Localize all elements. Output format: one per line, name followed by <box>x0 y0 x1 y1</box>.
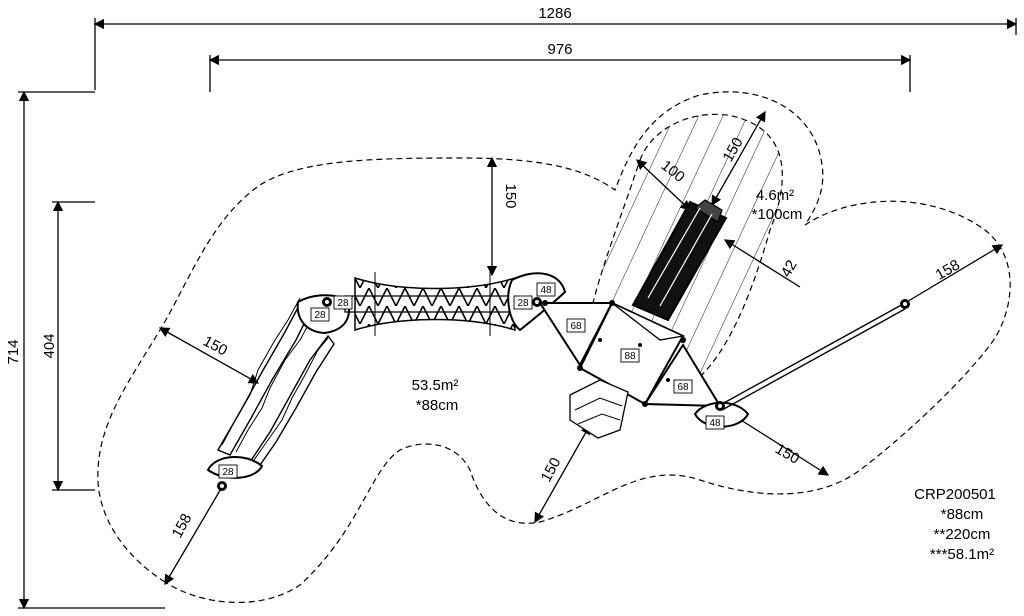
svg-text:158: 158 <box>933 256 963 283</box>
steps <box>569 379 629 439</box>
svg-text:68: 68 <box>677 382 689 393</box>
svg-text:404: 404 <box>41 333 58 358</box>
svg-text:48: 48 <box>709 418 721 429</box>
svg-text:150: 150 <box>200 333 230 360</box>
svg-text:42: 42 <box>778 257 801 280</box>
legend-line-2: **220cm <box>934 526 991 543</box>
svg-text:150: 150 <box>502 183 519 208</box>
platform-tag: 28 <box>310 307 330 322</box>
dim-overall-height: 714 <box>5 90 165 610</box>
svg-text:1286: 1286 <box>538 5 571 22</box>
dim-clearance-bottom: 150 <box>534 423 591 524</box>
legend: CRP200501 *88cm **220cm ***58.1m² <box>914 486 996 563</box>
dim-clearance-left: 150 <box>158 327 260 384</box>
product-code: CRP200501 <box>914 486 996 503</box>
dim-overall-width: 1286 <box>93 5 1018 90</box>
svg-text:150: 150 <box>538 455 565 485</box>
svg-text:150: 150 <box>772 440 802 467</box>
svg-text:28: 28 <box>222 467 234 478</box>
dim-inner-width: 976 <box>208 41 912 92</box>
svg-text:714: 714 <box>5 339 22 364</box>
legend-line-1: *88cm <box>941 506 984 523</box>
svg-text:68: 68 <box>570 321 582 332</box>
platform-tag: 28 <box>513 295 533 310</box>
svg-text:28: 28 <box>314 310 326 321</box>
slide-zone-area: 4.6m² <box>756 187 794 204</box>
svg-text:158: 158 <box>169 511 196 541</box>
legend-line-3: ***58.1m² <box>930 546 994 563</box>
platform-tag: 28 <box>218 464 238 479</box>
dim-clearance-top: 150 <box>486 156 519 277</box>
rope-line <box>721 299 910 411</box>
central-tower <box>538 300 723 409</box>
net-bridge <box>344 272 526 336</box>
dim-inner-height: 404 <box>41 200 95 492</box>
dim-radius-left: 158 <box>164 486 223 586</box>
dim-slide-offset: 42 <box>723 239 801 288</box>
svg-text:48: 48 <box>540 285 552 296</box>
main-zone-height: *88cm <box>416 397 459 414</box>
svg-text:28: 28 <box>517 298 529 309</box>
platform-tag: 48 <box>536 282 556 297</box>
main-zone-area: 53.5m² <box>412 377 459 394</box>
svg-text:28: 28 <box>337 298 349 309</box>
platform-tag: 68 <box>566 318 586 333</box>
slide <box>631 199 728 322</box>
svg-text:88: 88 <box>624 351 636 362</box>
platform-tag: 28 <box>333 295 353 310</box>
dim-radius-right: 158 <box>904 244 1004 304</box>
platform-tag: 48 <box>705 415 725 430</box>
platform-tag: 68 <box>673 379 693 394</box>
safety-zone-outline <box>97 91 1011 604</box>
platform-tag: 88 <box>620 348 640 363</box>
svg-text:976: 976 <box>547 41 572 58</box>
slide-zone-height: *100cm <box>752 206 803 223</box>
